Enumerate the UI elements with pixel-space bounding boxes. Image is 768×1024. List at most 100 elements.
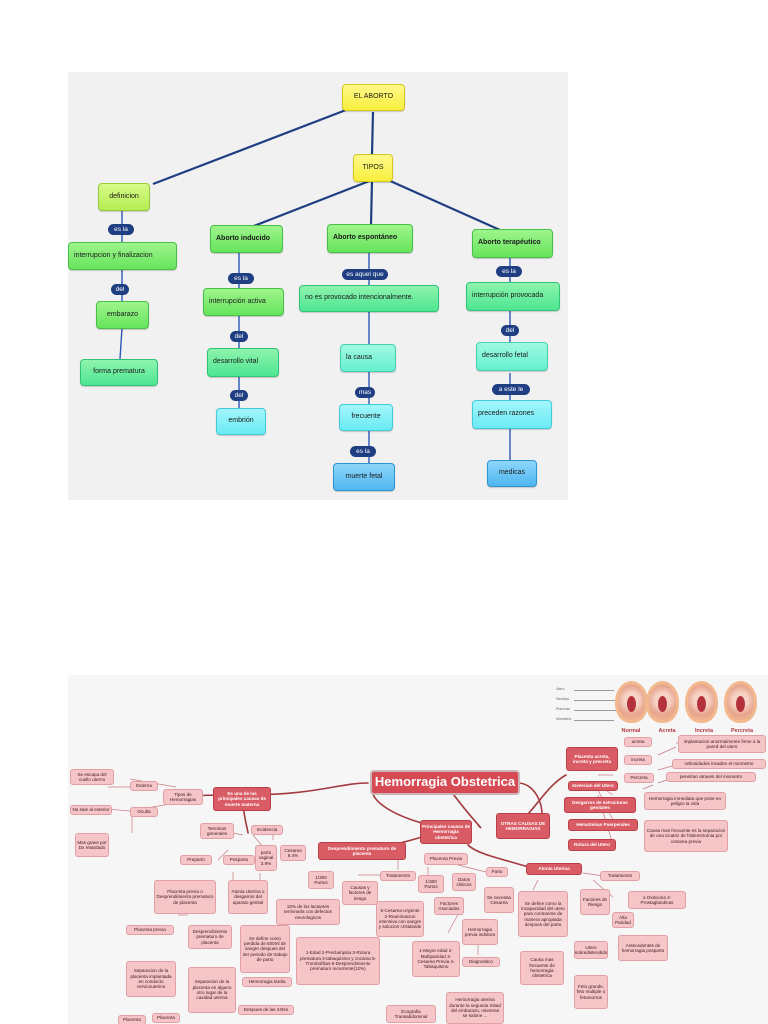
frecuente-node: frecuente: [339, 404, 393, 431]
node-placenta-previa-left: Placenta previa: [126, 925, 174, 935]
uterus-acreta-image: [646, 681, 679, 723]
legend-line-3: [574, 710, 618, 711]
node-mas-grave: Mas grave por Dx retardado: [75, 833, 109, 857]
preceden-razones-node: preceden razones: [472, 400, 552, 429]
node-placenta-bottom-2: Placenta: [152, 1013, 180, 1023]
node-hematomas-puerperales: Hematomas Puerperales: [568, 819, 638, 831]
muerte-fetal-node: muerte fetal: [333, 463, 395, 491]
embrion-node: embrión: [216, 408, 266, 435]
link-es-la-3: es la: [350, 446, 376, 457]
node-acreta: acreta: [624, 737, 652, 747]
node-factores-riesgo: Factores de Riesgo: [580, 889, 610, 915]
link-mas: mas: [355, 387, 375, 398]
link-a-este-le: a este le: [492, 384, 530, 395]
node-mayor-edad-list: 1-Mayor edad 2-Multiparidad 3-Cesarea Pr…: [412, 941, 460, 977]
node-despues-24hrs: Despues de las 24hrs: [238, 1005, 294, 1015]
uterus-label-normal: Normal: [621, 728, 641, 734]
node-placenta-previa-main: Placenta Previa: [424, 853, 468, 865]
node-oculta: Oculta: [130, 807, 158, 817]
node-alta-paridad: Alta Paridad: [612, 912, 634, 928]
node-atonia-definicion: Se define como la incapacidad del utero …: [518, 891, 568, 937]
node-factores-asociados: Factores Asociados: [434, 897, 464, 915]
node-percreta: Percreta: [624, 773, 654, 783]
node-oxitocina: 1-Oxitocina 2-Prostaglandinas: [628, 891, 686, 909]
link-es-la-4: es la: [496, 266, 522, 277]
node-1-300-partos-b: 1/300 Partos: [418, 875, 444, 893]
desarrollo-fetal-node: desarrollo fetal: [476, 342, 548, 371]
link-del-1: del: [111, 284, 129, 295]
hemorragia-mind-map: Útero Decidua Placenta Miometrio Normal …: [68, 675, 768, 1024]
forma-prematura-node: forma prematura: [80, 359, 158, 386]
interrupcion-activa-node: interrupción activa: [203, 288, 284, 316]
node-factores-riesgo-list: 1-Edad 2-Preclampsia 3-Rotura prematura …: [296, 937, 380, 985]
link-del-2: del: [230, 331, 248, 342]
node-vellosidades: vellosidades invaden el miometrio: [672, 759, 766, 769]
legend-line-4: [574, 720, 614, 721]
node-causas-factores: Causas y factores de riesgo: [342, 881, 378, 905]
root-node: EL ABORTO: [342, 84, 405, 111]
node-otras-causas: OTRAS CAUSAS DE HEMORRAGIAS: [496, 813, 550, 839]
aborto-terapeutico-node: Aborto terapéutico: [472, 229, 553, 258]
node-implantacion-anormal: implantacion anormalmente firme a la par…: [678, 735, 766, 753]
embarazo-node: embarazo: [96, 301, 149, 329]
link-del-3: del: [230, 390, 248, 401]
node-incidencia: Incidencia: [251, 825, 283, 835]
node-feto-grande: Feto grande, feto multiple o fetomorros: [574, 975, 608, 1009]
node-penetran: penetran atraves del miometro: [666, 772, 756, 782]
legend-line-2: [574, 700, 618, 701]
link-es-la-1: es la: [108, 224, 134, 235]
legend-label-miometrio: Miometrio: [556, 717, 572, 721]
node-cesarea-pct: Cesarea 6.4%: [280, 845, 306, 861]
definicion-node: definicion: [98, 183, 150, 211]
node-causa-mas-frecuente-cicatriz: Causa mas frecuente es la separacion de …: [644, 820, 728, 852]
node-hemorragia-previa-indolora: Hemorragia previa indolora: [462, 919, 498, 945]
node-preparto: Preparto: [180, 855, 212, 865]
node-placenta-bottom-1: Placenta: [118, 1015, 146, 1024]
node-terminos-generales: Terminos generales: [200, 823, 234, 839]
node-15pct-lactantes: 15% de los lactantes terminarla con defe…: [276, 899, 340, 925]
interrupcion-finalizacion-node: interrupcion y finalizacion: [68, 242, 177, 270]
tipos-node: TIPOS: [353, 154, 393, 182]
node-utero-sobredistendido: Utero sobredistendido: [574, 941, 608, 959]
link-es-la-2: es la: [228, 273, 254, 284]
interrupcion-provocada-node: interrupción provocada: [466, 282, 560, 311]
node-hemorragia-uterina-segunda-mitad: Hemorragia uterina durante la segunda mi…: [446, 992, 504, 1024]
node-causa-mas-frecuente-obstetrica: Causa mas frecuente de hemorragia obstet…: [520, 951, 564, 985]
aborto-inducido-node: Aborto inducido: [210, 225, 283, 253]
node-desgarros-estructuras: Desgarros de estructuras genitales: [564, 797, 636, 813]
node-hemorragia-inmediata: Hemorragia inmediata que pone en peligro…: [644, 792, 726, 810]
node-1-300-partos-a: 1/300 Partos: [308, 871, 334, 889]
node-tipos-hemorragias: Tipos de Hemorragias: [163, 789, 203, 805]
uterus-label-increta: Increta: [694, 728, 714, 734]
node-principales-causas-muerte: Es una de las principales causas de muer…: [213, 787, 271, 811]
uterus-percreta-image: [724, 681, 757, 723]
node-increta: increta: [624, 755, 652, 765]
node-se-escapa: Se escapa del cuello uterno: [70, 769, 114, 785]
aborto-concept-map: EL ABORTO TIPOS definicion es la interru…: [68, 72, 568, 500]
la-causa-node: la causa: [340, 344, 396, 372]
node-posparto: Posparto: [223, 855, 255, 865]
legend-line-1: [574, 690, 614, 691]
node-parto: Parto: [486, 867, 508, 877]
node-externa: Externa: [130, 781, 158, 791]
node-antecedentes: Antecedentes de hemorragia posparto: [618, 935, 668, 961]
node-parto-vaginal: parto vaginal 3.9%: [255, 845, 277, 871]
aborto-espontaneo-node: Aborto espontáneo: [327, 224, 413, 253]
node-placenta-previa-desprendimiento: Placenta previa o Desprendimiento premat…: [154, 880, 216, 914]
legend-label-decidua: Decidua: [556, 697, 569, 701]
node-placenta-acreta-increta: Placenta acreta, increta y precreta: [566, 747, 618, 771]
node-diagnostico: Diagnostico: [462, 957, 500, 967]
node-tratamiento-a: Tratamiento: [380, 871, 416, 881]
node-atonia-uterina: Atonia Uterina: [526, 863, 582, 875]
node-desprendimiento-prematuro-main: Desprendimiento prematuro de placenta: [318, 842, 406, 860]
node-se-necesita-cesarea: Se necesita Cesarea: [484, 887, 514, 913]
uterus-increta-image: [685, 681, 718, 723]
node-no-sale: No sale al exterior: [70, 805, 112, 815]
link-es-aquel-que: es aquel que: [342, 269, 388, 280]
map-title-node: Hemorragia Obstetrica: [370, 770, 520, 795]
node-ecografia: Ecografia Transabdominal: [386, 1005, 436, 1023]
legend-label-placenta: Placenta: [556, 707, 570, 711]
node-definicion-500ml: Se define como perdida de 500ml de sangr…: [240, 925, 290, 973]
uterus-label-percreta: Percreta: [730, 728, 754, 734]
node-separacion-cervicouterino: Separacion de la placenta implantada en …: [126, 961, 176, 997]
